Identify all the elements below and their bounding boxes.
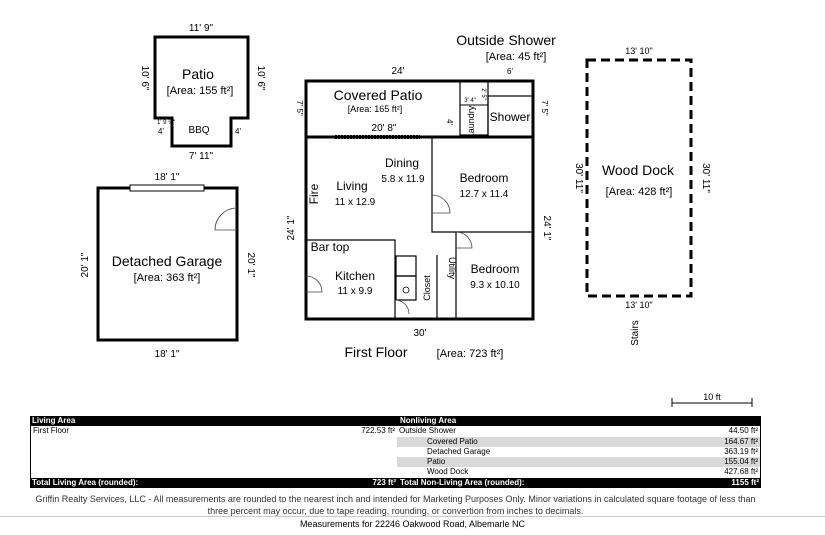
total-living-value: 723 ft² — [372, 477, 396, 487]
dock-left-dim: 30' 11" — [573, 163, 584, 193]
utility-label: Utility — [447, 257, 457, 279]
patio-right-dim: 10' 6" — [255, 66, 266, 91]
dining-dim: 5.8 x 11.9 — [381, 174, 425, 185]
table-row: Covered Patio 164.67 ft² — [397, 436, 760, 447]
dock-top-dim: 13' 10" — [625, 46, 652, 56]
total-nonliving-value: 1155 ft² — [731, 477, 759, 487]
living-label: Living — [336, 179, 367, 193]
patio-top-dim: 11' 9" — [189, 23, 214, 34]
table-row: Detached Garage 363.19 ft² — [397, 447, 760, 457]
dining-label: Dining — [385, 156, 419, 170]
covered-top-dim: 24' — [391, 66, 404, 77]
garage-right-dim: 20' 1" — [245, 253, 256, 278]
floor-left-dim: 24' 1" — [286, 215, 297, 240]
footer-caption: Measurements for 22246 Oakwood Road, Alb… — [0, 516, 825, 529]
floor-plan: 11' 9" 10' 6" 10' 6" Patio [Area: 155 ft… — [80, 23, 753, 407]
patio-left-dim: 10' 6" — [139, 66, 150, 91]
fire-label: Fire — [307, 183, 321, 204]
nonliving-row-name: Detached Garage — [427, 446, 491, 456]
bedroom1-label: Bedroom — [460, 171, 509, 185]
table-row: Wood Dock 427.68 ft² — [397, 467, 760, 477]
patio-small-right: 4' — [235, 127, 241, 136]
living-row-name: First Floor — [33, 426, 69, 436]
nonliving-row-name: Covered Patio — [397, 436, 567, 447]
nonliving-row-value: 155.04 ft² — [567, 457, 760, 468]
bedroom1-dim: 12.7 x 11.4 — [460, 189, 509, 200]
total-living-label: Total Living Area (rounded): — [32, 477, 139, 487]
dock-area: [Area: 428 ft²] — [606, 186, 673, 198]
garage-area: [Area: 363 ft²] — [134, 272, 201, 284]
living-dim: 11 x 12.9 — [335, 197, 376, 208]
floor-title: First Floor — [345, 344, 408, 360]
nonliving-row-name: Outside Shower — [399, 426, 456, 436]
bedroom2-dim: 9.3 x 10.10 — [470, 280, 520, 291]
nonliving-row-value: 427.68 ft² — [724, 467, 758, 477]
totals-row: Total Living Area (rounded): 723 ft² Tot… — [30, 477, 761, 489]
floor-area: [Area: 723 ft²] — [437, 348, 504, 360]
nonliving-row-value: 164.67 ft² — [567, 436, 760, 447]
nonliving-row-value: 363.19 ft² — [724, 446, 758, 456]
kitchen-label: Kitchen — [335, 269, 375, 283]
table-body: First Floor 722.53 ft² Outside Shower 44… — [30, 426, 761, 478]
bedroom2-label: Bedroom — [471, 262, 520, 276]
floor-right-dim: 24' 1" — [541, 216, 552, 241]
table-row: Patio 155.04 ft² — [397, 457, 760, 468]
table-row: Outside Shower 44.50 ft² — [397, 426, 760, 436]
bartop-label: Bar top — [311, 240, 350, 254]
garage-name: Detached Garage — [112, 253, 223, 269]
scale-bar: 10 ft — [671, 392, 753, 407]
shower-label: Shower — [490, 110, 531, 124]
covered-d2: 2' 5" — [480, 88, 486, 100]
living-area-header: Living Area — [32, 416, 76, 425]
bbq-label: BBQ — [188, 125, 209, 136]
garage-top-dim: 18' 1" — [155, 172, 180, 183]
table-header: Living Area Nonliving Area — [30, 416, 761, 427]
nonliving-row-name: Wood Dock — [427, 467, 469, 477]
kitchen-dim: 11 x 9.9 — [338, 286, 373, 297]
covered-name: Covered Patio — [334, 87, 423, 103]
covered-d3: 4' — [445, 119, 454, 125]
first-floor: 24' 7' 5" Covered Patio [Area: 165 ft²] … — [286, 32, 556, 360]
garage-left-dim: 20' 1" — [80, 252, 91, 277]
wood-dock: 13' 10" 13' 10" 30' 11" 30' 11" Wood Doc… — [573, 46, 711, 346]
scale-label: 10 ft — [703, 392, 721, 402]
dock-bottom-dim: 13' 10" — [625, 300, 652, 310]
disclaimer: Griffin Realty Services, LLC - All measu… — [35, 494, 756, 516]
patio-area: [Area: 155 ft²] — [167, 85, 234, 97]
stairs-label: Stairs — [630, 320, 641, 346]
nonliving-column: Outside Shower 44.50 ft² Covered Patio 1… — [397, 426, 760, 477]
patio: 11' 9" 10' 6" 10' 6" Patio [Area: 155 ft… — [139, 23, 266, 162]
shower-title: Outside Shower — [456, 32, 556, 48]
patio-tiny-dim: 1' 9 ¼" — [157, 120, 175, 126]
nonliving-area-header: Nonliving Area — [400, 416, 457, 425]
total-nonliving-label: Total Non-Living Area (rounded): — [400, 477, 525, 487]
shower-height-dim: 7' 5" — [540, 100, 549, 116]
detached-garage: 18' 1" 20' 1" 20' 1" Detached Garage [Ar… — [80, 172, 256, 360]
covered-left-dim: 7' 5" — [295, 100, 304, 116]
floor-bottom-dim: 30' — [413, 328, 426, 339]
closet-label: Closet — [422, 275, 432, 301]
nonliving-row-name: Patio — [397, 457, 567, 468]
dock-name: Wood Dock — [602, 162, 675, 178]
dock-right-dim: 30' 11" — [700, 163, 711, 193]
covered-area: [Area: 165 ft²] — [348, 104, 403, 114]
living-row-value: 722.53 ft² — [361, 426, 395, 436]
nonliving-row-value: 44.50 ft² — [728, 426, 758, 436]
patio-bottom-dim: 7' 11" — [189, 151, 214, 162]
table-row: First Floor 722.53 ft² — [31, 426, 397, 436]
living-column: First Floor 722.53 ft² — [31, 426, 397, 477]
shower-width-dim: 6' — [507, 67, 513, 76]
covered-d1: 3' 4" — [464, 98, 476, 104]
laundry-label: Laundry — [466, 105, 476, 138]
area-table: Living Area Nonliving Area First Floor 7… — [30, 416, 761, 489]
shower-area: [Area: 45 ft²] — [486, 51, 547, 63]
patio-name: Patio — [182, 66, 214, 82]
garage-bottom-dim: 18' 1" — [155, 349, 180, 360]
patio-small-left: 4' — [158, 127, 164, 136]
covered-inner-dim: 20' 8" — [372, 123, 397, 134]
